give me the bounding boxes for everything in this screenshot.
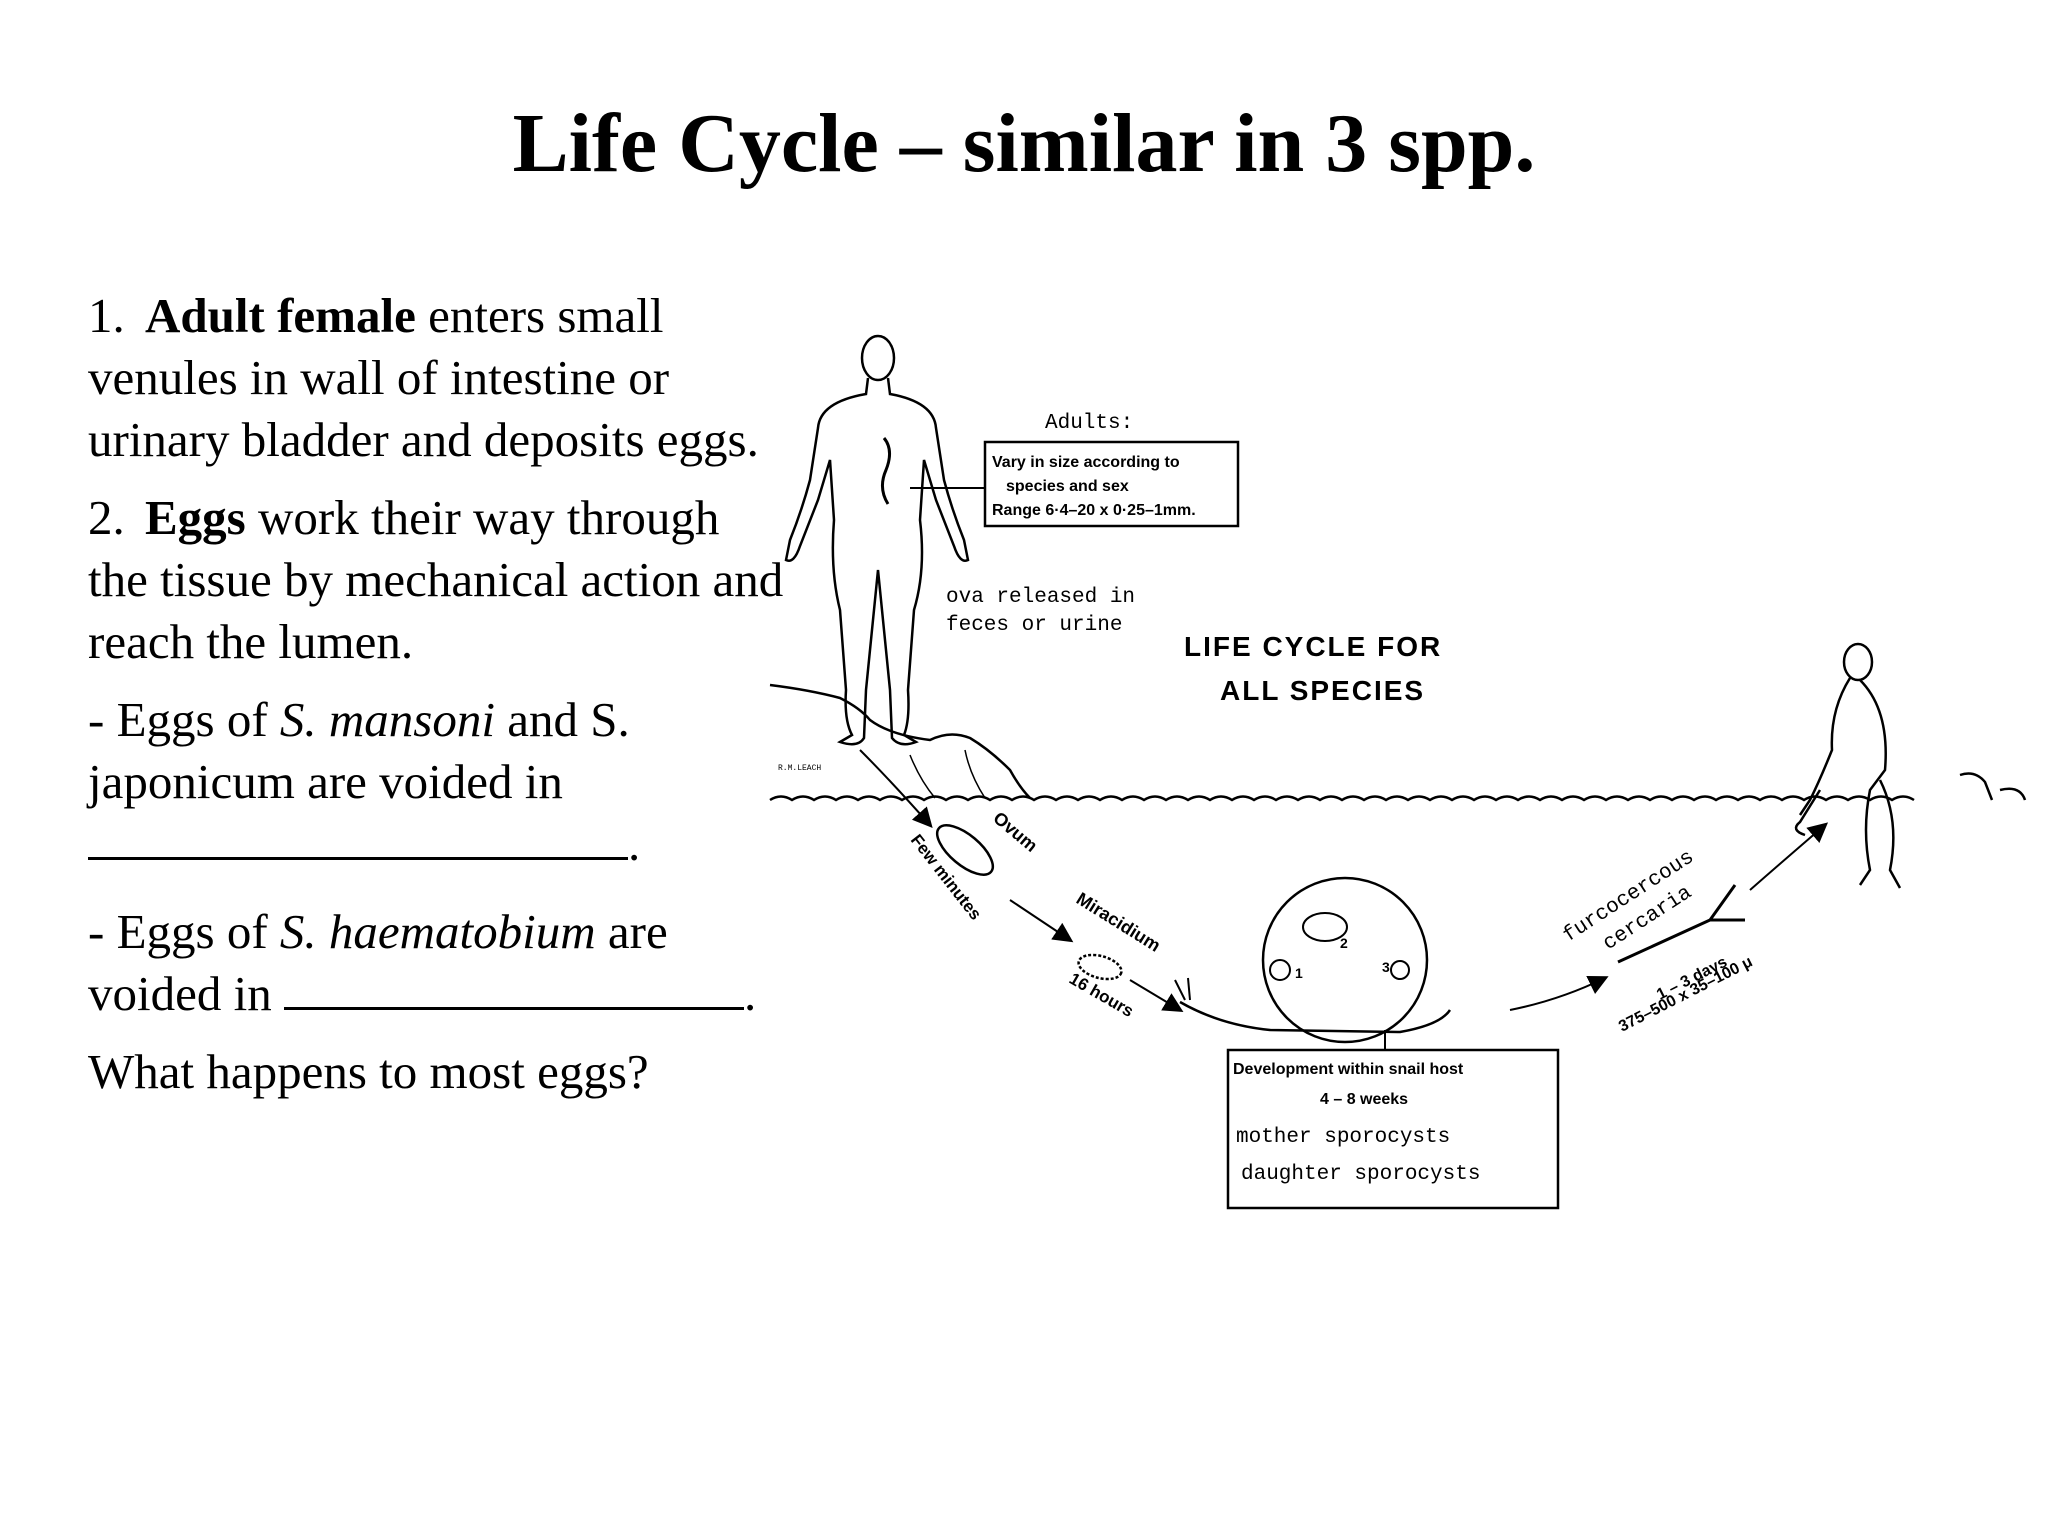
point-4-pre: - Eggs of bbox=[88, 904, 280, 960]
snail-host-figure bbox=[1174, 876, 1452, 1044]
ova-label-line-2: feces or urine bbox=[946, 614, 1122, 637]
life-cycle-label-line-2: ALL SPECIES bbox=[1220, 675, 1425, 706]
sixteen-hours-label: 16 hours bbox=[1066, 969, 1137, 1021]
few-minutes-label: Few minutes bbox=[907, 831, 985, 924]
point-1-bold: Adult female bbox=[145, 288, 416, 343]
snail-box-line-1: Development within snail host bbox=[1233, 1061, 1464, 1078]
ova-label-line-1: ova released in bbox=[946, 586, 1135, 609]
snail-stage-2: 2 bbox=[1340, 935, 1348, 951]
adults-heading: Adults: bbox=[1045, 412, 1133, 435]
snail-development-box bbox=[1226, 1048, 1560, 1210]
point-3-end: . bbox=[628, 816, 641, 872]
life-cycle-label-line-1: LIFE CYCLE FOR bbox=[1184, 631, 1442, 662]
point-3-blank bbox=[88, 813, 628, 861]
water-line bbox=[769, 795, 1915, 802]
snail-stage-1: 1 bbox=[1295, 965, 1303, 981]
adults-box-line-1: Vary in size according to bbox=[992, 454, 1180, 471]
rock-ledge bbox=[769, 683, 1031, 799]
snail-stage-3: 3 bbox=[1382, 959, 1390, 975]
life-cycle-diagram: R.M.LEACH Adults: Vary in size according… bbox=[769, 334, 2027, 1210]
point-3-species: S. mansoni bbox=[279, 692, 495, 747]
point-5: What happens to most eggs? bbox=[88, 1044, 649, 1100]
point-2: 2. Eggs work their way through the tissu… bbox=[88, 487, 788, 673]
adults-box-line-3: Range 6·4–20 x 0·25–1mm. bbox=[992, 502, 1196, 519]
cercaria-icon bbox=[1617, 884, 1745, 964]
snail-box-line-3: mother sporocysts bbox=[1236, 1126, 1450, 1149]
page-title: Life Cycle – similar in 3 spp. bbox=[512, 97, 1536, 190]
miracidium-icon bbox=[1077, 953, 1123, 981]
snail-box-line-4: daughter sporocysts bbox=[1241, 1163, 1480, 1186]
point-4-blank bbox=[283, 963, 744, 1011]
point-4: - Eggs of S. haematobium are voided in . bbox=[88, 901, 788, 1025]
point-2-bold: Eggs bbox=[145, 490, 246, 545]
point-3: - Eggs of S. mansoni and S. japonicum ar… bbox=[88, 689, 788, 875]
point-4-end: . bbox=[743, 966, 757, 1022]
adults-box bbox=[983, 440, 1240, 528]
lecture-text: 1. Adult female enters small venules in … bbox=[88, 285, 788, 1119]
human-host-figure bbox=[784, 334, 970, 746]
artist-signature: R.M.LEACH bbox=[778, 764, 821, 773]
adults-box-line-2: species and sex bbox=[1006, 478, 1129, 495]
point-3-post: and S. japonicum are voided in bbox=[88, 692, 630, 809]
miracidium-label: Miracidium bbox=[1073, 888, 1164, 955]
point-1-number: 1. bbox=[88, 288, 125, 343]
point-1: 1. Adult female enters small venules in … bbox=[88, 285, 788, 471]
point-4-post: are voided in bbox=[88, 904, 668, 1022]
ovum-egg-icon bbox=[935, 824, 995, 876]
wading-human-figure bbox=[1794, 642, 2027, 889]
point-2-number: 2. bbox=[88, 490, 125, 545]
snail-box-line-2: 4 – 8 weeks bbox=[1320, 1091, 1408, 1108]
point-3-pre: - Eggs of bbox=[88, 692, 280, 747]
cercaria-time-line-2: 375–500 x 35–100 μ bbox=[1616, 953, 1755, 1035]
ovum-label: Ovum bbox=[989, 808, 1041, 856]
point-4-species: S. haematobium bbox=[279, 904, 596, 960]
point-1-text: enters small venules in wall of intestin… bbox=[88, 288, 759, 467]
point-2-text: work their way through the tissue by mec… bbox=[88, 490, 784, 669]
